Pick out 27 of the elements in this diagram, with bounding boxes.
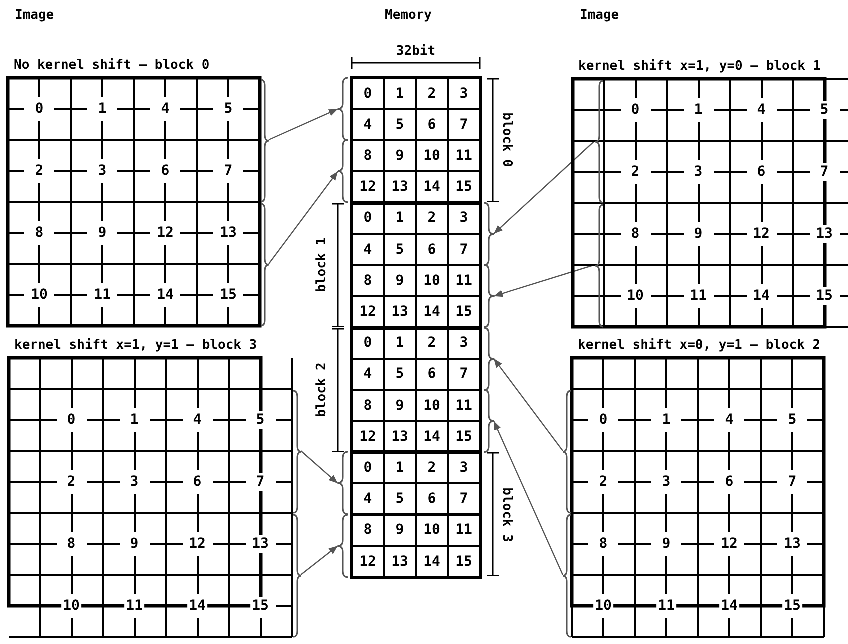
dimension-label: 32bit (396, 45, 436, 58)
pixel-number: 13 (250, 535, 271, 553)
panel-title: No kernel shift – block 0 (14, 59, 210, 72)
block-label: block 0 (500, 113, 514, 168)
column-heading: Image (580, 9, 620, 22)
pixel-number: 5 (254, 411, 267, 429)
arrow (300, 450, 338, 484)
block-label: block 2 (316, 362, 328, 418)
column-heading: Memory (385, 9, 432, 22)
arrow (268, 108, 338, 141)
panel-title: kernel shift x=1, y=1 – block 3 (14, 339, 258, 352)
arrow (494, 264, 596, 298)
arrow (494, 358, 564, 452)
arrow (300, 546, 338, 576)
pixel-number: 7 (254, 473, 267, 491)
pixel-number: 7 (818, 163, 831, 181)
pixel-number: 5 (818, 101, 831, 119)
pixel-number: 13 (814, 225, 835, 243)
pixel-number: 15 (814, 287, 835, 305)
column-heading: Image (15, 9, 54, 22)
block-label: block 3 (500, 487, 514, 542)
arrow (268, 171, 338, 264)
arrow (494, 140, 596, 234)
block-label: block 1 (316, 238, 328, 293)
arrow (493, 420, 564, 576)
panel-title: kernel shift x=0, y=1 – block 2 (578, 339, 821, 352)
panel-title: kernel shift x=1, y=0 – block 1 (578, 60, 822, 73)
